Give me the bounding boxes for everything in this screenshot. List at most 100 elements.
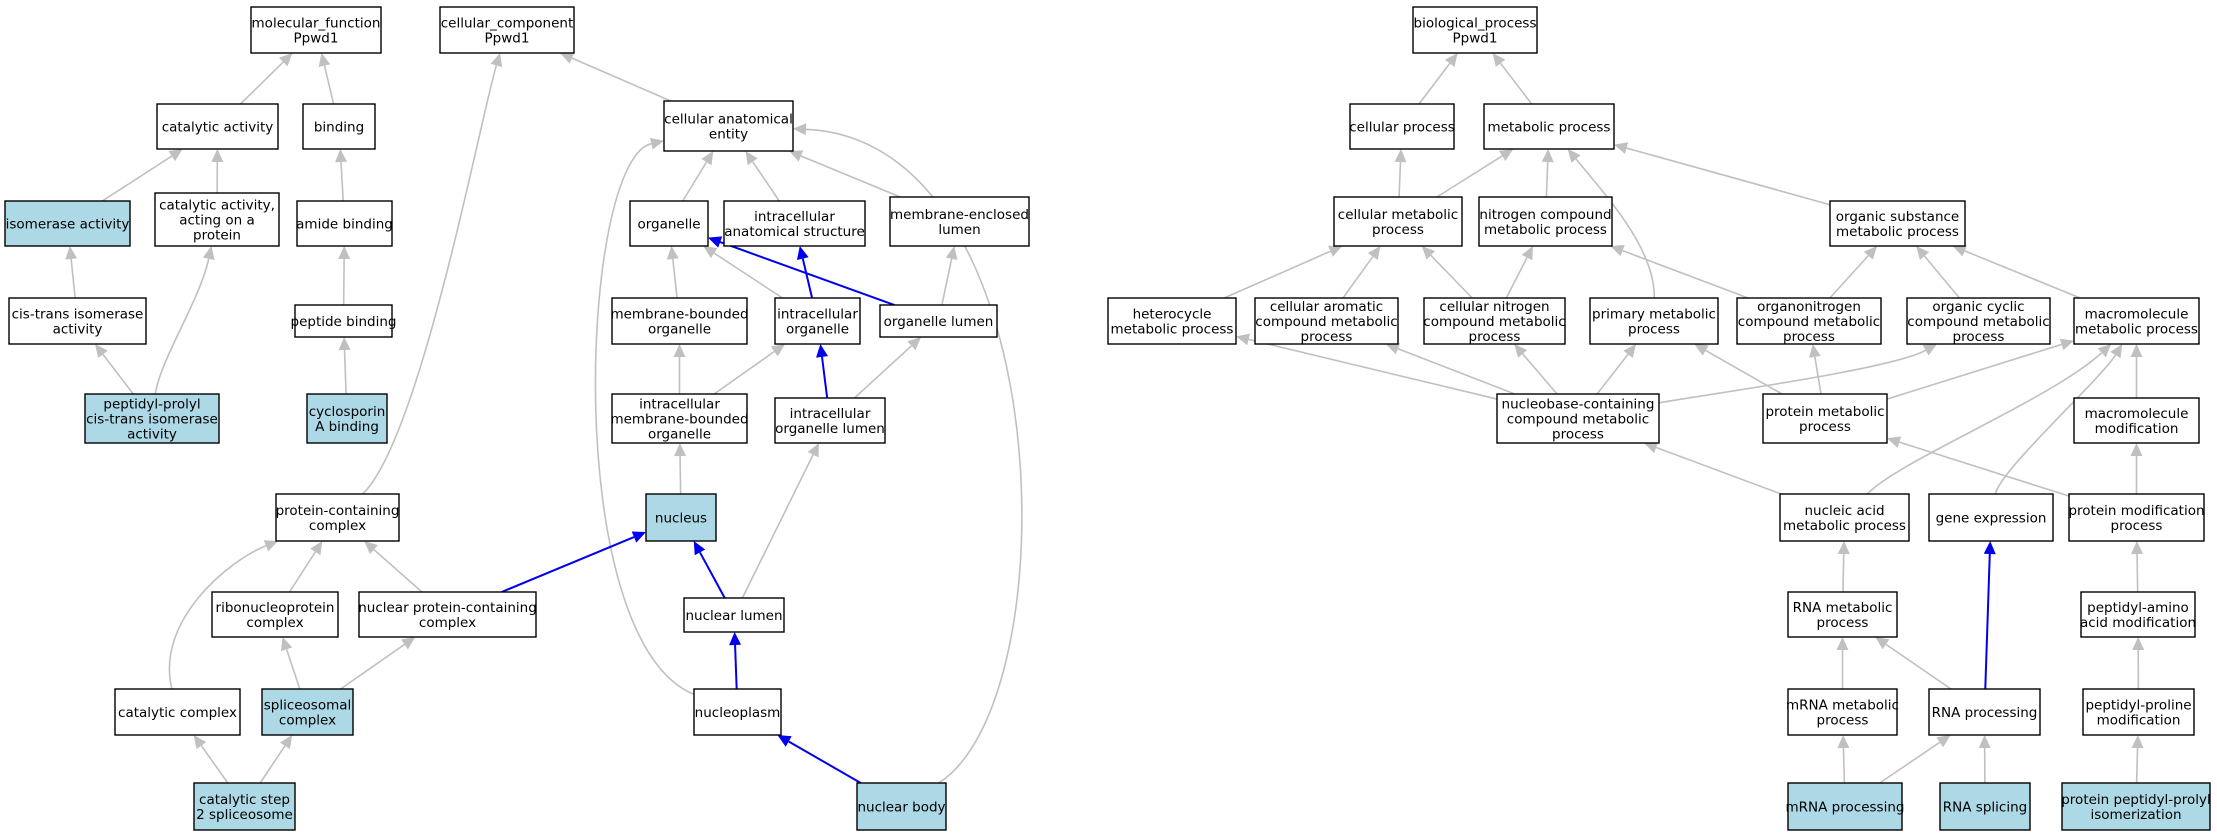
arrowhead — [793, 123, 807, 136]
node-label: mRNA processing — [1786, 800, 1905, 816]
edge-cmp-to-cp — [1394, 149, 1407, 198]
arrowhead — [65, 246, 78, 260]
node-cp[interactable]: cellular process — [1349, 103, 1455, 150]
node-iso[interactable]: isomerase activity — [4, 200, 131, 247]
node-catcx[interactable]: catalytic complex — [114, 688, 241, 736]
node-nlumen[interactable]: nuclear lumen — [683, 597, 785, 633]
node-label: compound metabolic — [1738, 314, 1880, 330]
node-label: protein peptidyl-prolyl — [2061, 792, 2211, 808]
node-bind[interactable]: binding — [302, 103, 376, 150]
node-label: lumen — [938, 222, 980, 238]
node-box — [302, 103, 376, 150]
edge-line — [101, 155, 173, 202]
edge-line — [1814, 356, 1822, 395]
node-box — [856, 782, 947, 831]
node-label: macromolecule — [2085, 307, 2189, 323]
node-nucleus[interactable]: nucleus — [645, 493, 717, 542]
node-label: metabolic process — [1111, 322, 1234, 338]
node-label: A binding — [315, 419, 379, 435]
edge-line — [340, 643, 405, 690]
node-nucleoplasm[interactable]: nucleoplasm — [693, 688, 782, 736]
arrowhead — [95, 344, 108, 358]
node-amide[interactable]: amide binding — [296, 200, 393, 247]
edge-catcx-to-pcc — [168, 540, 279, 690]
edge-cs2-to-splice — [259, 735, 293, 784]
node-mrnaproc[interactable]: mRNA processing — [1786, 782, 1905, 831]
arrowhead — [1541, 149, 1554, 163]
node-box — [683, 597, 785, 633]
node-label: isomerization — [2090, 807, 2181, 823]
edge-amide-to-bind — [335, 149, 348, 202]
node-label: catalytic complex — [118, 705, 237, 721]
node-nbody[interactable]: nuclear body — [856, 782, 947, 831]
node-label: compound metabolic — [1507, 412, 1649, 428]
edge-ppiso-to-ppmod — [2131, 735, 2144, 784]
node-label: membrane-bounded — [610, 307, 748, 323]
node-box — [1478, 196, 1613, 247]
node-box — [4, 200, 131, 247]
node-label: complex — [309, 518, 366, 534]
edge-pmod-to-mmod — [2130, 443, 2143, 494]
node-gexp[interactable]: gene expression — [1928, 493, 2054, 542]
node-label: gene expression — [1936, 511, 2047, 527]
node-rnasplice[interactable]: RNA splicing — [1939, 782, 2031, 831]
node-box — [629, 200, 709, 247]
node-peptide[interactable]: peptide binding — [291, 304, 397, 338]
node-organelle[interactable]: organelle — [629, 200, 709, 247]
arrowhead — [1936, 735, 1951, 748]
node-rnaproc[interactable]: RNA processing — [1928, 688, 2041, 736]
node-label: binding — [314, 120, 364, 136]
node-label: nitrogen compound — [1479, 207, 1611, 223]
node-mp[interactable]: metabolic process — [1483, 103, 1615, 150]
edge-line — [200, 745, 229, 784]
arrowhead — [1328, 245, 1343, 257]
node-ol[interactable]: organelle lumen — [879, 304, 998, 338]
node-label: catalytic activity — [162, 120, 274, 136]
node-box — [1412, 6, 1538, 54]
edge-line — [1994, 354, 2117, 495]
node-label: RNA splicing — [1943, 800, 2027, 816]
node-cat[interactable]: catalytic activity — [156, 103, 279, 150]
edge-mmp-to-osmp — [1952, 245, 2081, 299]
node-label: process — [1301, 329, 1353, 345]
